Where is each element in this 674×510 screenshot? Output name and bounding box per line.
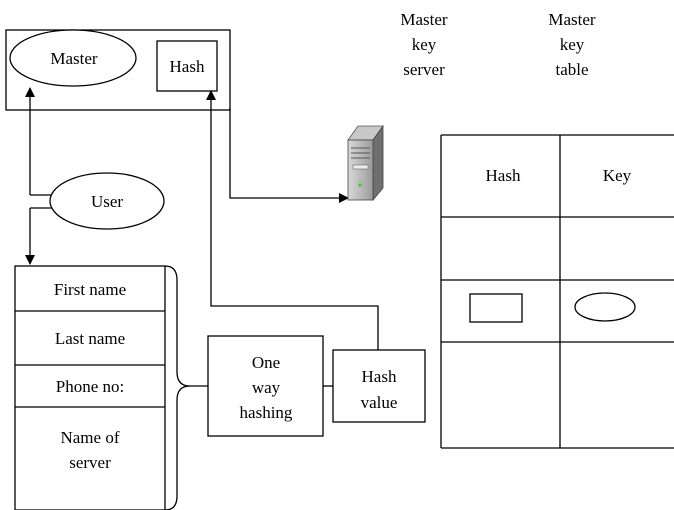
heading-key-server-line-3: server [403,60,445,79]
heading-key-table-line-3: table [555,60,588,79]
hash-value-to-master-arrow [206,90,379,350]
hash-value-line-2: value [361,393,398,412]
master-label: Master [50,49,98,68]
server-name-field-line-2: server [69,453,111,472]
master-container: Master Hash [5,29,231,111]
one-way-hashing-line-2: way [252,378,281,397]
master-ellipse [9,29,137,87]
heading-master-key-server: Master key server [400,10,448,79]
hash-box [156,40,218,92]
phone-field: Phone no: [56,377,124,396]
key-table-col-key: Key [603,166,632,185]
user-form-table: First name Last name Phone no: Name of s… [14,265,166,510]
last-name-field: Last name [55,329,125,348]
one-way-hashing-line-1: One [252,353,280,372]
hash-value-box [332,349,426,423]
master-key-table: Hash Key [440,134,674,449]
master-to-server-arrow [229,108,349,203]
user-label: User [91,192,123,211]
first-name-field: First name [54,280,126,299]
heading-key-server-line-2: key [412,35,437,54]
one-way-hashing-box [207,335,324,437]
heading-key-table-line-2: key [560,35,585,54]
table-key-entry [574,292,636,322]
curly-brace [164,265,191,510]
heading-key-server-line-1: Master [400,10,448,29]
server-tower-icon [347,124,384,202]
one-way-hashing-line-3: hashing [240,403,293,422]
server-name-field-line-1: Name of [60,428,119,447]
hash-label: Hash [170,57,205,76]
key-table-col-hash: Hash [486,166,521,185]
hash-value-line-1: Hash [362,367,397,386]
table-hash-entry [469,293,523,323]
heading-key-table-line-1: Master [548,10,596,29]
user-ellipse [49,172,165,230]
heading-master-key-table: Master key table [548,10,596,79]
